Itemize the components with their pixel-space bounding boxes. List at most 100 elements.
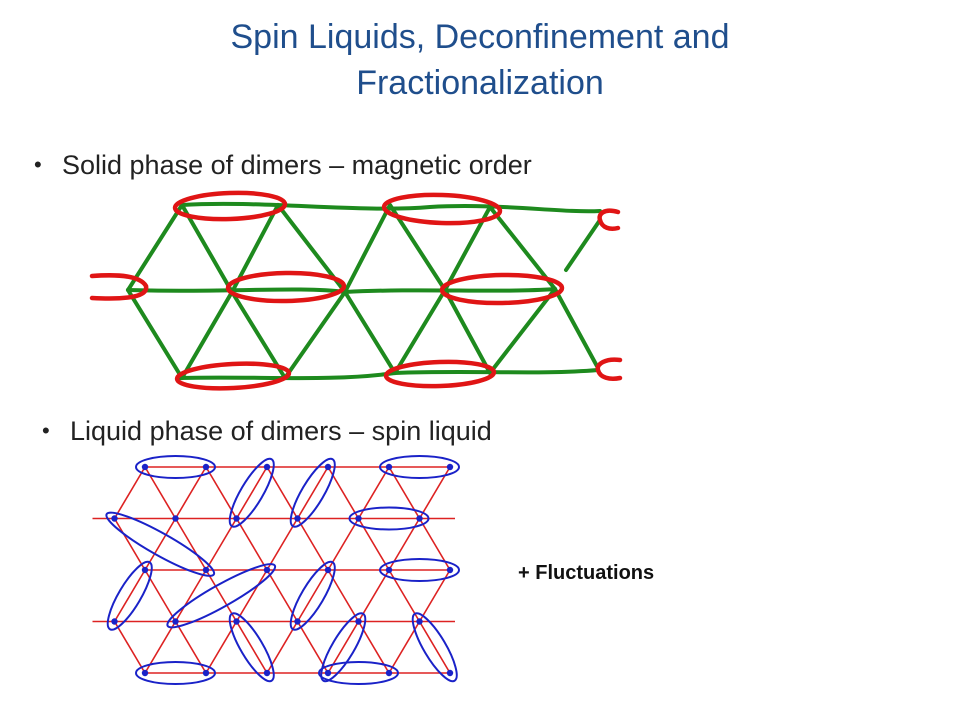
liquid-dimer (135, 661, 216, 685)
bullet-solid-phase: • Solid phase of dimers – magnetic order (34, 148, 532, 182)
solid-diagonal (443, 288, 492, 375)
liquid-dimer (166, 563, 277, 629)
liquid-dimer (411, 612, 458, 683)
liquid-site (172, 618, 179, 625)
solid-diagonal (393, 288, 447, 375)
liquid-dimer (379, 455, 460, 479)
solid-diagonal (230, 290, 287, 380)
solid-dimer (383, 359, 497, 389)
title-line-1: Spin Liquids, Deconfinement and (230, 18, 730, 56)
liquid-lattice-bond (418, 621, 451, 674)
liquid-site (263, 463, 271, 471)
liquid-dimer (348, 506, 430, 531)
liquid-dimer (135, 455, 216, 479)
liquid-lattice-bond (174, 569, 207, 622)
liquid-site (294, 515, 301, 522)
liquid-lattice-bond (235, 518, 268, 571)
solid-dimer (172, 190, 288, 222)
liquid-site (416, 618, 423, 625)
liquid-site (233, 515, 240, 522)
liquid-site (172, 515, 179, 522)
liquid-dimer (318, 661, 399, 685)
liquid-site (141, 463, 149, 471)
solid-diagonal (564, 218, 602, 272)
liquid-lattice (92, 466, 455, 674)
liquid-site (416, 515, 423, 522)
liquid-lattice-bond (235, 569, 268, 622)
slide-title: Spin Liquids, Deconfinement and Fraction… (0, 14, 960, 106)
solid-diagonal (180, 290, 234, 380)
liquid-site (355, 618, 362, 625)
solid-diagonal (343, 290, 397, 375)
solid-dimer (174, 361, 292, 391)
solid-dimer (381, 192, 503, 226)
solid-row-top (180, 201, 602, 214)
liquid-site (111, 515, 118, 522)
bullet-liquid-phase-text: Liquid phase of dimers – spin liquid (70, 416, 492, 446)
solid-diagonal (126, 288, 184, 380)
liquid-site (263, 566, 271, 574)
liquid-lattice-bond (296, 569, 329, 622)
solid-dimer (225, 270, 347, 304)
liquid-site (324, 566, 332, 574)
liquid-dimer (289, 560, 336, 631)
liquid-dimer (320, 612, 367, 683)
solid-diagonal (343, 203, 392, 294)
solid-diagonal (488, 205, 557, 291)
liquid-lattice-bond (113, 621, 146, 674)
liquid-site (202, 463, 210, 471)
fluctuations-label: + Fluctuations (518, 562, 655, 584)
liquid-site (202, 669, 210, 677)
liquid-site (324, 669, 332, 677)
liquid-site (233, 618, 240, 625)
solid-diagonal (488, 287, 557, 375)
liquid-dimer (105, 511, 216, 577)
title-line-2: Fractionalization (356, 64, 604, 102)
liquid-lattice-bond (113, 466, 146, 519)
solid-dimer-edge (89, 273, 149, 301)
liquid-lattice-bond (296, 518, 329, 571)
bullet-dot-icon: • (34, 152, 42, 177)
liquid-site (355, 515, 362, 522)
liquid-site (263, 669, 271, 677)
liquid-lattice-bond (113, 569, 146, 622)
liquid-dimer (228, 612, 275, 683)
liquid-site (111, 618, 118, 625)
liquid-lattice-bond (235, 621, 268, 674)
liquid-site (385, 463, 393, 471)
liquid-site (294, 618, 301, 625)
solid-dimers (89, 190, 623, 391)
liquid-lattice-bond (296, 466, 329, 519)
liquid-site (446, 463, 454, 471)
liquid-site (324, 463, 332, 471)
liquid-site (385, 669, 393, 677)
solid-dimer (439, 272, 565, 306)
liquid-site (202, 566, 210, 574)
solid-diagonal (180, 203, 234, 294)
liquid-dimers (105, 455, 460, 685)
liquid-lattice-bond (113, 518, 146, 571)
liquid-site (446, 566, 454, 574)
liquid-site (141, 566, 149, 574)
solid-dimer-edge (595, 357, 623, 381)
solid-dimer-edge (597, 208, 621, 231)
liquid-lattice-bond (174, 518, 207, 571)
bullet-liquid-phase: • Liquid phase of dimers – spin liquid (42, 414, 492, 448)
liquid-lattice-bond (235, 466, 268, 519)
solid-diagonal (126, 203, 184, 292)
solid-diagonal (553, 287, 600, 370)
bullet-solid-phase-text: Solid phase of dimers – magnetic order (62, 150, 532, 180)
liquid-site (446, 669, 454, 677)
solid-diagonal (283, 290, 347, 380)
liquid-site (385, 566, 393, 574)
liquid-site (141, 669, 149, 677)
liquid-dimer (289, 457, 336, 528)
bullet-dot-icon: • (42, 418, 50, 443)
liquid-dimer (379, 558, 460, 582)
liquid-dimer (228, 457, 275, 528)
liquid-dimer (106, 560, 153, 631)
liquid-sites (111, 463, 454, 677)
